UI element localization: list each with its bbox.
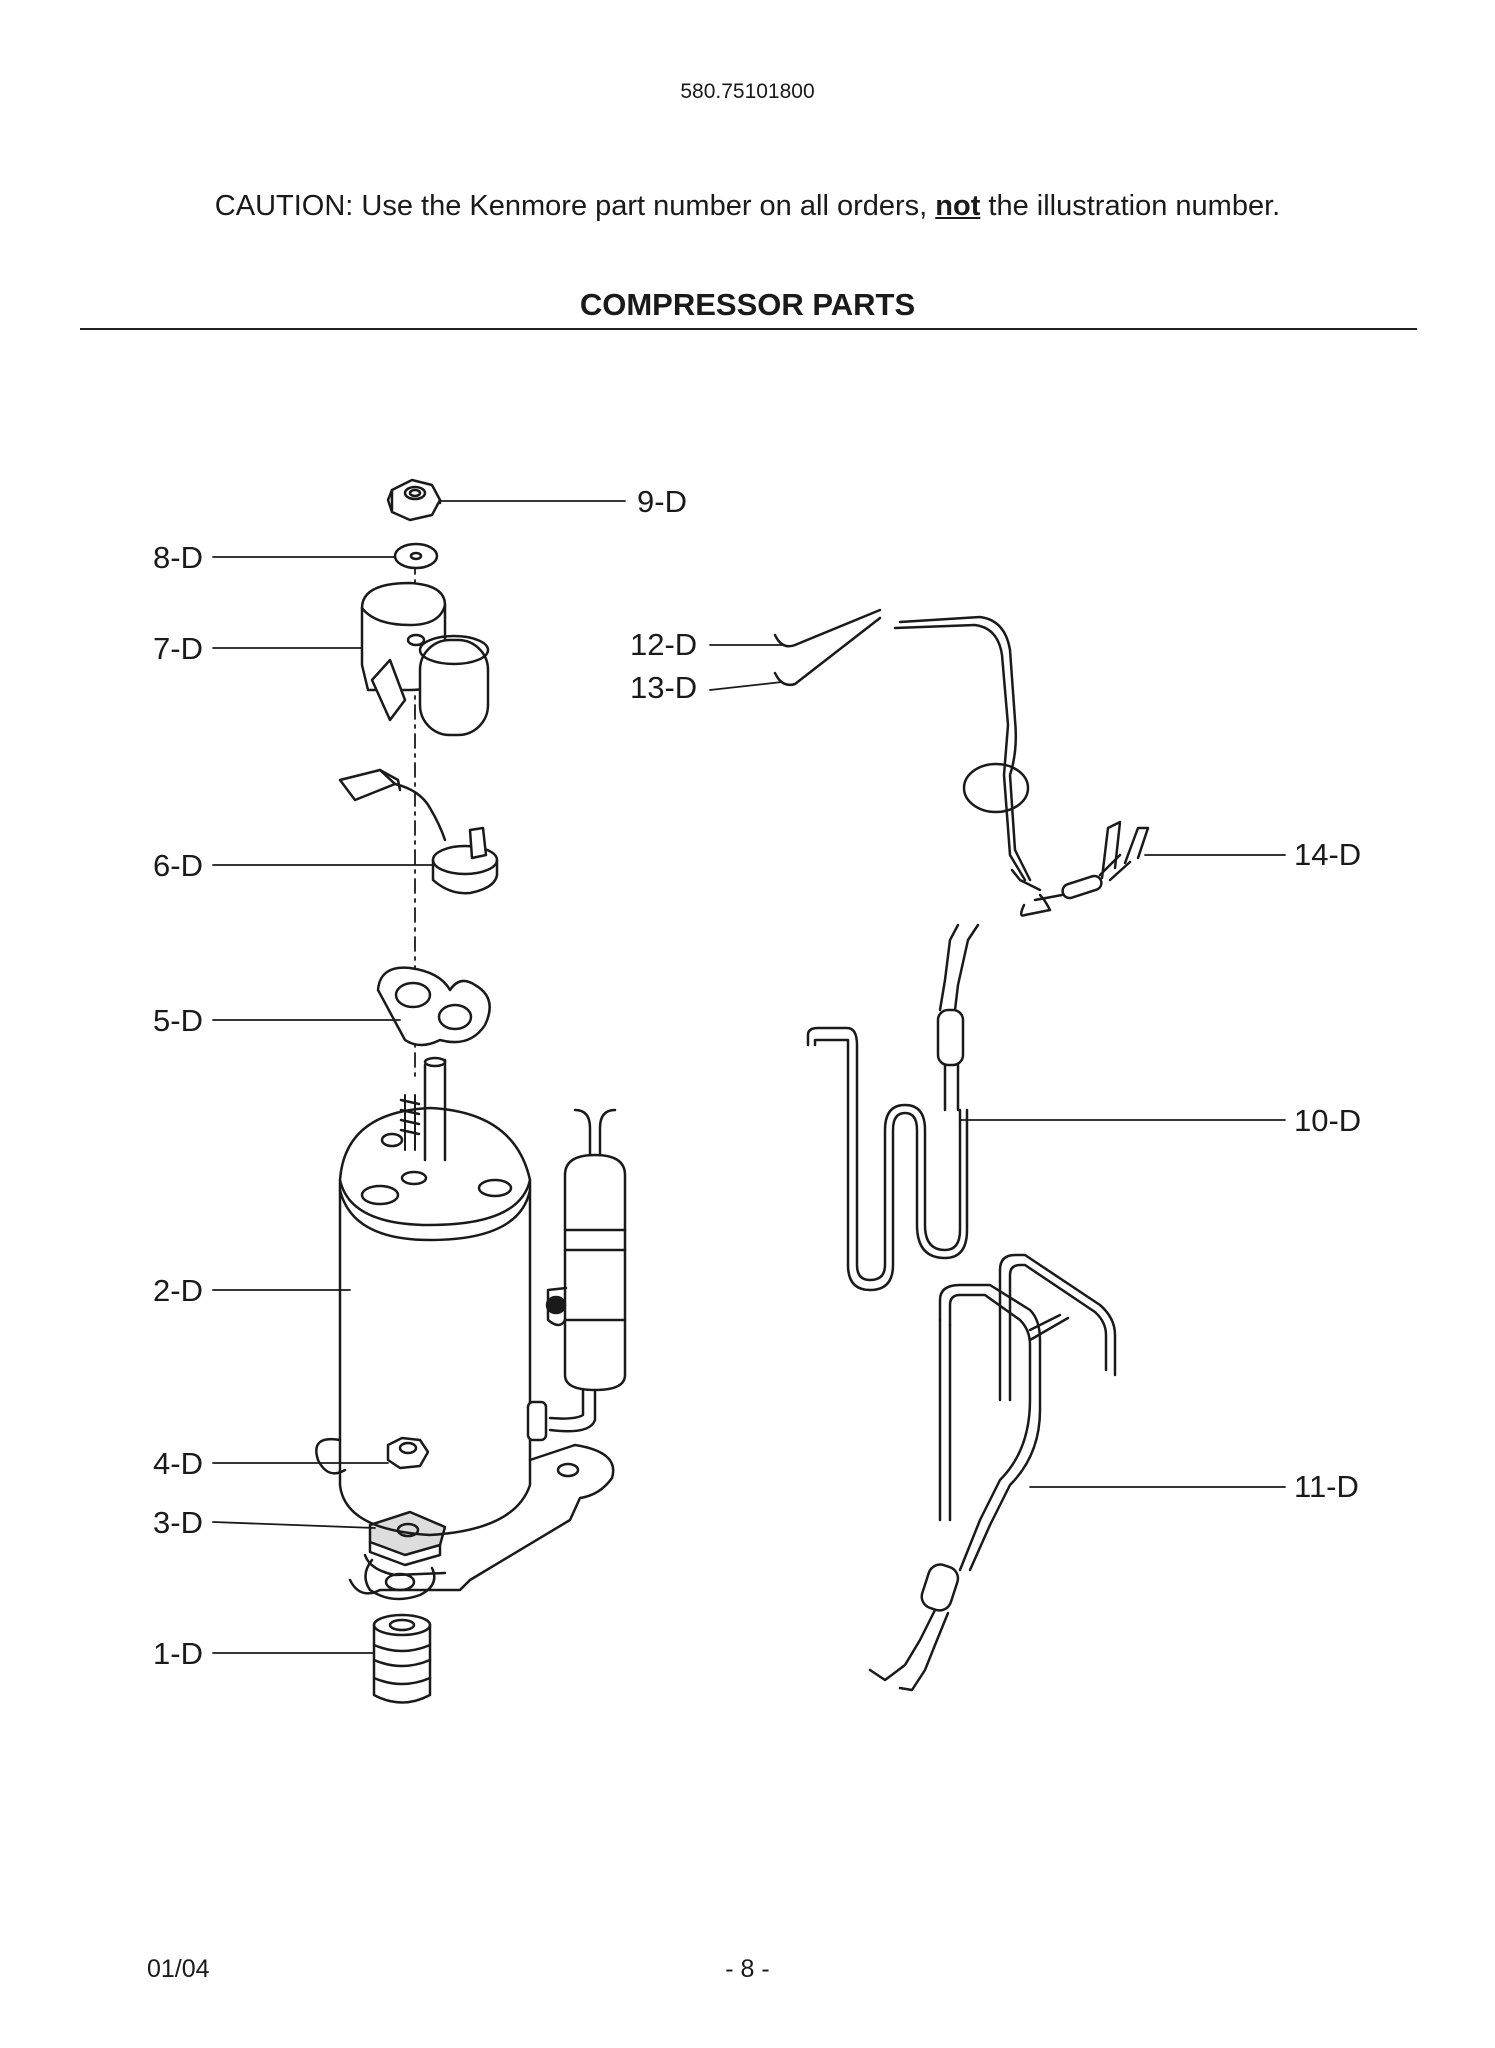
caution-prefix: CAUTION: Use the Kenmore part number on … bbox=[214, 190, 936, 222]
section-title: COMPRESSOR PARTS bbox=[579, 287, 916, 322]
callout-7: 7-D bbox=[153, 631, 203, 666]
footer-date: 01/04 bbox=[147, 1955, 210, 1983]
callout-3: 3-D bbox=[153, 1505, 203, 1540]
callout-1: 1-D bbox=[153, 1636, 203, 1671]
leader-3 bbox=[212, 1521, 376, 1529]
part-10-discharge-pipe bbox=[806, 923, 980, 1292]
caution-text: CAUTION: Use the Kenmore part number on … bbox=[0, 190, 1495, 223]
callout-6: 6-D bbox=[153, 848, 203, 883]
page-number: - 8 - bbox=[725, 1955, 770, 1983]
callout-11: 11-D bbox=[1294, 1469, 1359, 1504]
title-rule bbox=[80, 328, 1417, 330]
part-9-nut bbox=[386, 478, 442, 522]
part-6-overload-protector bbox=[338, 768, 499, 895]
part-3-plate bbox=[368, 1510, 447, 1567]
leader-13 bbox=[709, 681, 783, 691]
callout-4: 4-D bbox=[153, 1446, 203, 1481]
part-5-gasket bbox=[376, 966, 491, 1047]
part-8-washer bbox=[393, 542, 439, 570]
callout-10: 10-D bbox=[1294, 1103, 1362, 1138]
base-foot bbox=[364, 1558, 436, 1601]
callout-2: 2-D bbox=[153, 1273, 203, 1308]
part-4-nut bbox=[386, 1436, 430, 1470]
model-number: 580.75101800 bbox=[680, 80, 815, 103]
callout-13: 13-D bbox=[630, 670, 698, 705]
callout-9: 9-D bbox=[637, 484, 687, 519]
accumulator bbox=[526, 1108, 627, 1442]
callout-5: 5-D bbox=[153, 1003, 203, 1038]
part-2-compressor-shell bbox=[338, 1056, 532, 1537]
callout-8: 8-D bbox=[153, 540, 203, 575]
caution-emphasis: not bbox=[935, 190, 981, 222]
part-11-suction-pipe bbox=[868, 1253, 1117, 1692]
callout-14: 14-D bbox=[1294, 837, 1362, 872]
callout-leader-lines bbox=[212, 500, 1286, 1654]
callout-12: 12-D bbox=[630, 627, 698, 662]
part-1-grommet bbox=[372, 1613, 432, 1704]
caution-suffix: the illustration number. bbox=[980, 190, 1281, 222]
part-12-14-capillary-assembly bbox=[773, 608, 1150, 917]
part-7-terminal-cover bbox=[360, 581, 490, 737]
